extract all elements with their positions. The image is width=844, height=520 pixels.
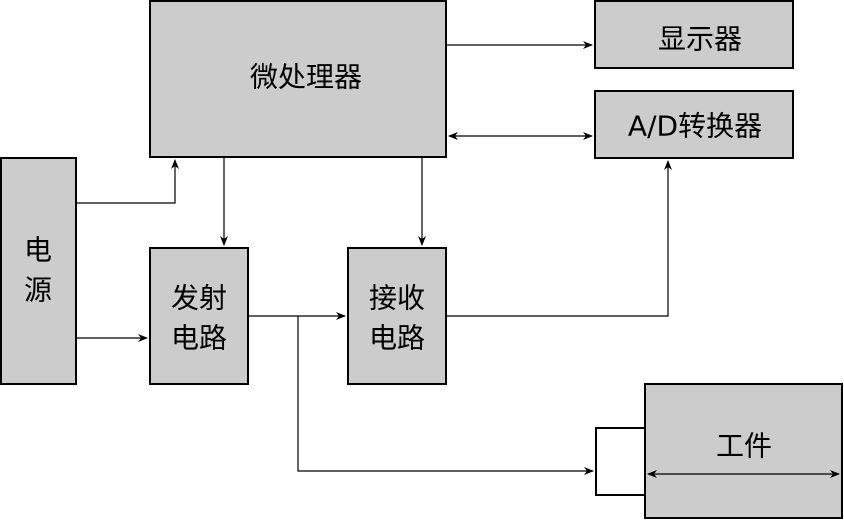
- probe-block: [595, 427, 646, 496]
- power-label-line2: 源: [24, 274, 52, 307]
- arrow-transmitter-to-probe: [297, 316, 594, 475]
- microprocessor-block: 微处理器: [149, 0, 447, 158]
- workpiece-label: 工件: [716, 430, 772, 463]
- ad-converter-label: A/D转换器: [628, 110, 762, 143]
- transmitter-circuit-block: 发射 电路: [149, 247, 249, 385]
- ad-converter-block: A/D转换器: [594, 90, 794, 159]
- power-label-line1: 电: [24, 234, 52, 267]
- display-label: 显示器: [658, 23, 742, 56]
- arrow-power-to-microprocessor: [76, 159, 179, 204]
- receiver-circuit-block: 接收 电路: [347, 247, 447, 385]
- power-supply-block: 电 源: [0, 157, 77, 385]
- workpiece-block: 工件: [644, 383, 843, 519]
- arrow-receiver-to-ad-converter: [446, 160, 672, 317]
- microprocessor-label: 微处理器: [250, 61, 362, 94]
- display-block: 显示器: [594, 0, 794, 69]
- receiver-label-line2: 电路: [369, 322, 425, 355]
- receiver-label-line1: 接收: [369, 282, 425, 315]
- transmitter-label-line1: 发射: [171, 282, 227, 315]
- transmitter-label-line2: 电路: [171, 322, 227, 355]
